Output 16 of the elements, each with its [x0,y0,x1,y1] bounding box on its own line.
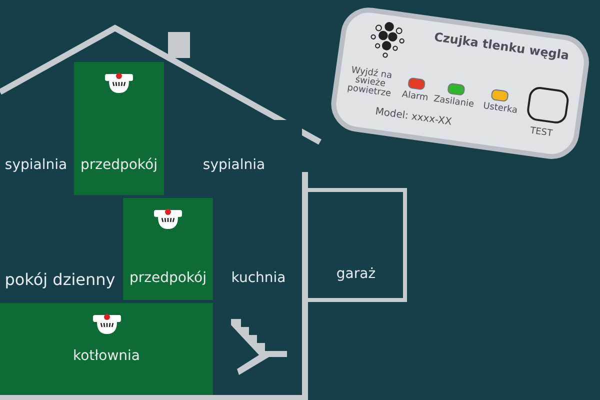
room-label: garaż [335,266,377,282]
room-label: kotłownia [72,348,141,364]
room-label: kuchnia [230,270,287,286]
button-label: TEST [529,126,553,140]
room-area [0,303,213,395]
device-title: Czujka tlenku węgla [433,30,570,63]
room-label: sypialnia [4,157,68,173]
indicator-label: Alarm [401,90,429,104]
room-label: pokój dzienny [4,270,116,289]
instruction-text: Wyjdź na świeże powietrze [346,65,394,100]
room-label: przedpokój [79,157,158,173]
room-label: przedpokój [128,270,208,286]
room-label: sypialnia [202,157,266,173]
indicator-label: Usterka [482,101,518,116]
room-area [74,62,164,195]
room-area [123,198,213,300]
